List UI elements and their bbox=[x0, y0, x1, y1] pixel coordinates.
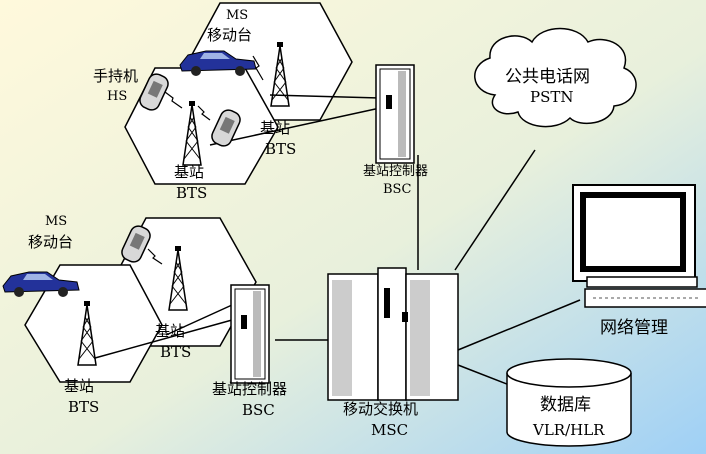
server-cabinet-icon bbox=[230, 284, 270, 384]
msc-label: MSC bbox=[371, 421, 408, 439]
cloud-icon bbox=[474, 27, 637, 128]
bts-label: BTS bbox=[176, 184, 207, 202]
monitor-icon bbox=[572, 184, 706, 308]
pstn-label: PSTN bbox=[530, 88, 574, 106]
bsc-cn-label: 基站控制器 bbox=[363, 164, 428, 179]
ms-left-cn-label: 移动台 bbox=[28, 233, 73, 251]
pstn-cn-label: 公共电话网 bbox=[505, 67, 590, 87]
msc-cabinet-icon bbox=[327, 267, 459, 401]
link-lines bbox=[94, 94, 581, 396]
signal-waves bbox=[147, 55, 264, 265]
bts-cn-label: 基站 bbox=[155, 322, 185, 340]
car-icon bbox=[179, 50, 257, 76]
ms-top-label: MS bbox=[226, 8, 248, 23]
database-cylinder-icon bbox=[506, 358, 632, 447]
car-icon bbox=[2, 271, 80, 297]
bsc-label: BSC bbox=[383, 182, 411, 197]
db-cn-label: 数据库 bbox=[540, 395, 591, 415]
server-cabinet-icon bbox=[375, 64, 415, 164]
bts-label: BTS bbox=[68, 398, 99, 416]
bsc-cn-label: 基站控制器 bbox=[212, 380, 287, 398]
msc-cn-label: 移动交换机 bbox=[343, 400, 418, 418]
bts-label: BTS bbox=[160, 343, 191, 361]
ms-left-label: MS bbox=[45, 214, 67, 229]
bsc-label: BSC bbox=[242, 401, 275, 419]
bts-cn-label: 基站 bbox=[64, 377, 94, 395]
bts-label: BTS bbox=[265, 140, 296, 158]
ms-top-cn-label: 移动台 bbox=[207, 26, 252, 44]
bts-cn-label: 基站 bbox=[260, 119, 290, 137]
bts-cn-label: 基站 bbox=[174, 163, 204, 181]
hs-cn-label: 手持机 bbox=[93, 67, 138, 85]
netmgmt-label: 网络管理 bbox=[600, 318, 668, 338]
hs-label: HS bbox=[107, 89, 127, 104]
db-label: VLR/HLR bbox=[532, 421, 605, 439]
